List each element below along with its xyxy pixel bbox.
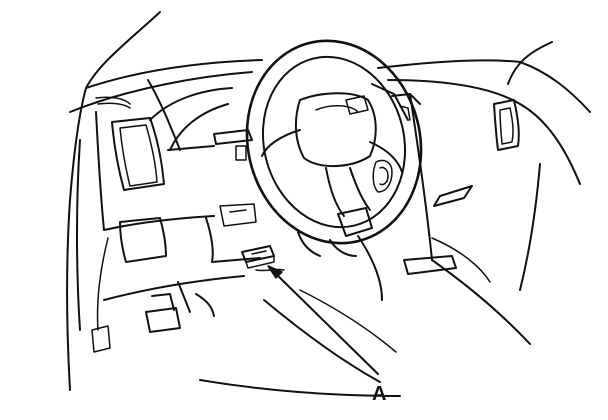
callout-label-a: A <box>372 383 386 405</box>
center-console <box>371 83 541 345</box>
wiper-stalk <box>213 129 253 161</box>
footwell <box>103 203 261 301</box>
steering-column <box>297 231 357 257</box>
dashboard-upper <box>69 71 581 185</box>
callout-a-leader <box>255 265 379 375</box>
steering-wheel <box>245 39 423 245</box>
pedals <box>145 281 215 333</box>
left-air-vent <box>111 117 165 191</box>
windshield-frame <box>69 11 591 201</box>
component-a <box>241 245 275 269</box>
left-dash-panel <box>66 111 215 391</box>
instrument-hood <box>149 87 233 151</box>
floor-lines <box>199 235 401 397</box>
glovebox-handle <box>433 185 473 207</box>
right-air-vent <box>493 99 520 151</box>
